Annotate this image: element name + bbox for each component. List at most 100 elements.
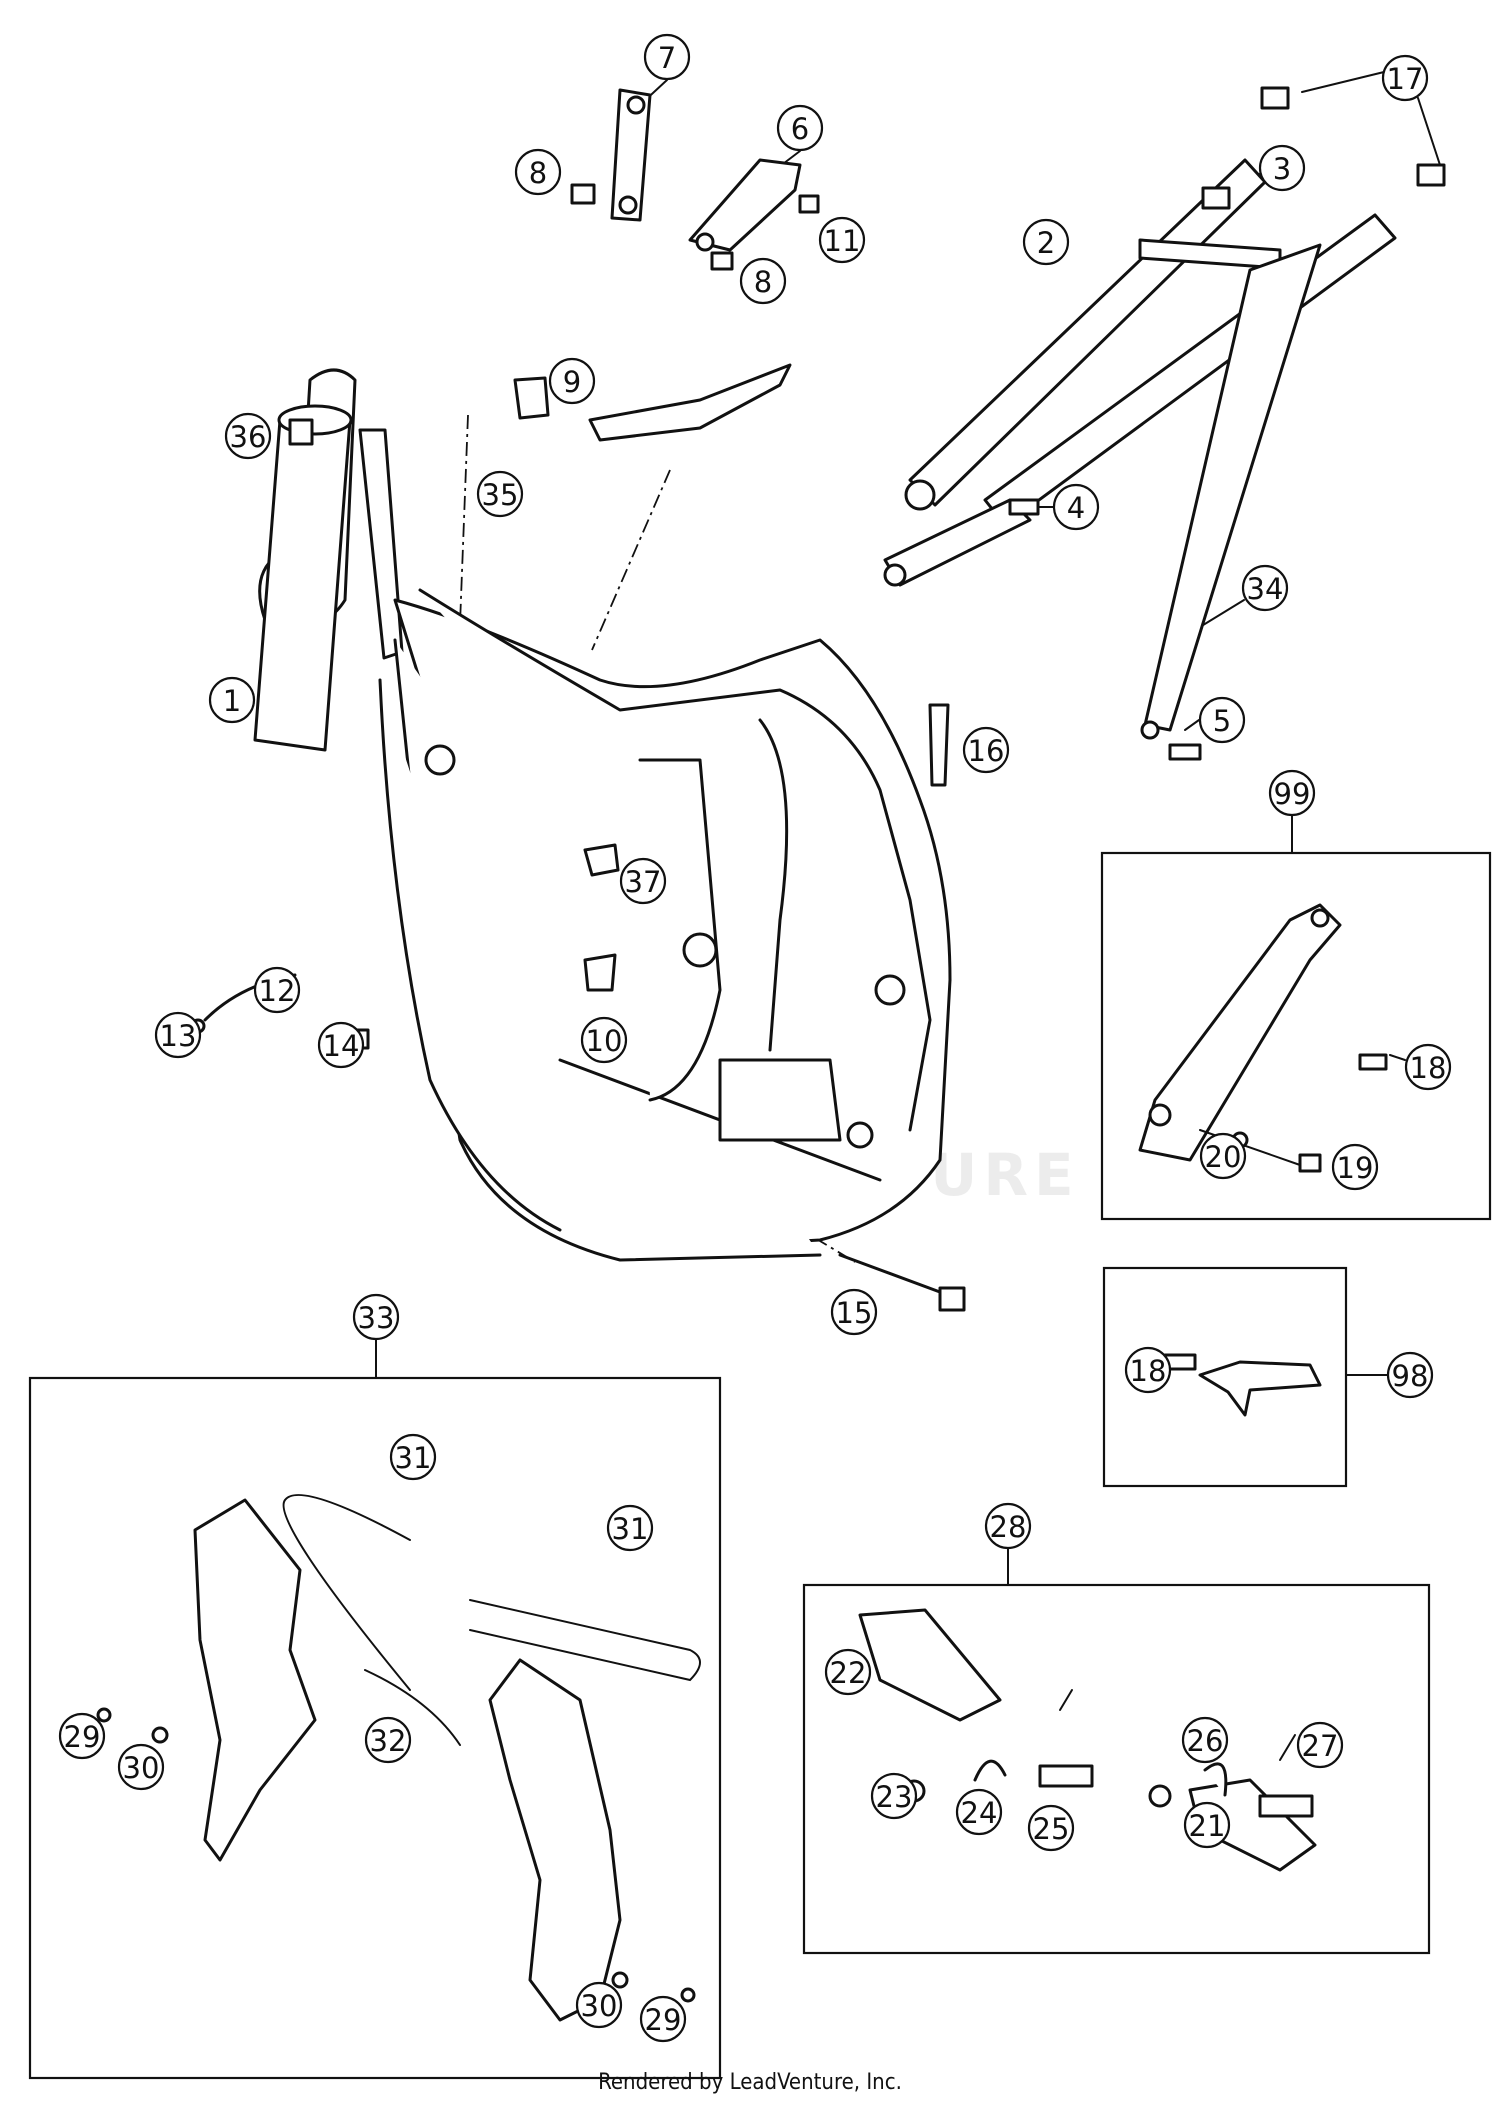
callout-c21: 21 (1183, 1801, 1231, 1849)
callout-label: 7 (658, 41, 676, 75)
callout-circle (58, 1712, 106, 1760)
callout-c35: 35 (476, 470, 524, 518)
callout-label: 23 (876, 1780, 913, 1814)
callout-circle (575, 1981, 623, 2029)
callout-c14: 14 (317, 1021, 365, 1069)
callout-label: 6 (791, 112, 809, 146)
callout-c98: 98 (1386, 1351, 1434, 1399)
callout-label: 11 (824, 224, 861, 258)
callout-c4: 4 (1052, 483, 1100, 531)
subframe (883, 158, 1397, 740)
callout-label: 1 (223, 684, 241, 718)
callout-circle (962, 726, 1010, 774)
callout-circle (352, 1293, 400, 1341)
callout-circle (619, 857, 667, 905)
callout-c34: 34 (1241, 564, 1289, 612)
callout-label: 2 (1037, 226, 1055, 260)
callout-label: 22 (830, 1656, 867, 1690)
callout-label: 31 (612, 1512, 649, 1546)
callout-circle (639, 1995, 687, 2043)
callout-label: 15 (836, 1296, 873, 1330)
group-28-parts (858, 1608, 1317, 1872)
callout-c10: 10 (580, 1016, 628, 1064)
callout-label: 98 (1392, 1359, 1429, 1393)
callout-label: 31 (395, 1441, 432, 1475)
callout-circle (253, 966, 301, 1014)
callout-circle (1296, 1721, 1344, 1769)
callout-label: 30 (123, 1751, 160, 1785)
callout-c20: 20 (1199, 1132, 1247, 1180)
callout-c18a: 18 (1404, 1043, 1452, 1091)
callout-c8b: 8 (739, 257, 787, 305)
callout-circle (1331, 1143, 1379, 1191)
callout-circle (1027, 1804, 1075, 1852)
callout-c30b: 30 (575, 1981, 623, 2029)
callout-circle (824, 1648, 872, 1696)
callout-label: 29 (645, 2003, 682, 2037)
callout-label: 29 (64, 1720, 101, 1754)
callout-c28: 28 (984, 1502, 1032, 1550)
callout-circle (1258, 144, 1306, 192)
callout-circle (514, 148, 562, 196)
small-top-parts (190, 86, 1446, 1312)
callout-c22: 22 (824, 1648, 872, 1696)
callout-circle (224, 412, 272, 460)
callout-label: 26 (1187, 1724, 1224, 1758)
callout-circle (389, 1433, 437, 1481)
callout-circle (739, 257, 787, 305)
callout-c31b: 31 (606, 1504, 654, 1552)
callout-c27: 27 (1296, 1721, 1344, 1769)
box-group-99 (1100, 851, 1492, 1221)
callout-circle (1199, 1132, 1247, 1180)
callout-label: 8 (529, 156, 547, 190)
callout-c17: 17 (1381, 54, 1429, 102)
callout-label: 21 (1189, 1809, 1226, 1843)
callout-label: 18 (1130, 1354, 1167, 1388)
callout-label: 16 (968, 734, 1005, 768)
callout-label: 32 (370, 1724, 407, 1758)
callout-label: 19 (1337, 1151, 1374, 1185)
callout-circle (1052, 483, 1100, 531)
callout-label: 9 (563, 365, 581, 399)
callout-label: 27 (1302, 1729, 1339, 1763)
callout-c6: 6 (776, 104, 824, 152)
callout-c9: 9 (548, 357, 596, 405)
callout-label: 14 (323, 1029, 360, 1063)
callout-c12: 12 (253, 966, 301, 1014)
callout-label: 13 (160, 1019, 197, 1053)
callout-c13: 13 (154, 1011, 202, 1059)
footer-credit: Rendered by LeadVenture, Inc. (598, 2070, 902, 2095)
callout-circle (606, 1504, 654, 1552)
callout-circle (643, 33, 691, 81)
callout-label: 28 (990, 1510, 1027, 1544)
callout-c7: 7 (643, 33, 691, 81)
callout-circle (1381, 54, 1429, 102)
callout-c2: 2 (1022, 218, 1070, 266)
callout-label: 12 (259, 974, 296, 1008)
callout-label: 99 (1274, 777, 1311, 811)
callout-c16: 16 (962, 726, 1010, 774)
callout-c19: 19 (1331, 1143, 1379, 1191)
callout-circle (208, 676, 256, 724)
group-99-parts (1138, 903, 1388, 1173)
callout-c23: 23 (870, 1772, 918, 1820)
callout-c29b: 29 (639, 1995, 687, 2043)
callout-circle (1241, 564, 1289, 612)
callout-circle (1198, 696, 1246, 744)
callout-circle (317, 1021, 365, 1069)
callout-c30a: 30 (117, 1743, 165, 1791)
callout-circle (476, 470, 524, 518)
callout-circle (364, 1716, 412, 1764)
callout-label: 8 (754, 265, 772, 299)
callout-circle (580, 1016, 628, 1064)
callout-circle (548, 357, 596, 405)
callout-circle (1022, 218, 1070, 266)
callout-label: 36 (230, 420, 267, 454)
callout-c29a: 29 (58, 1712, 106, 1760)
callout-label: 17 (1387, 62, 1424, 96)
callout-c5: 5 (1198, 696, 1246, 744)
callout-label: 34 (1247, 572, 1284, 606)
callout-c11: 11 (818, 216, 866, 264)
box-group-98 (1102, 1266, 1348, 1488)
